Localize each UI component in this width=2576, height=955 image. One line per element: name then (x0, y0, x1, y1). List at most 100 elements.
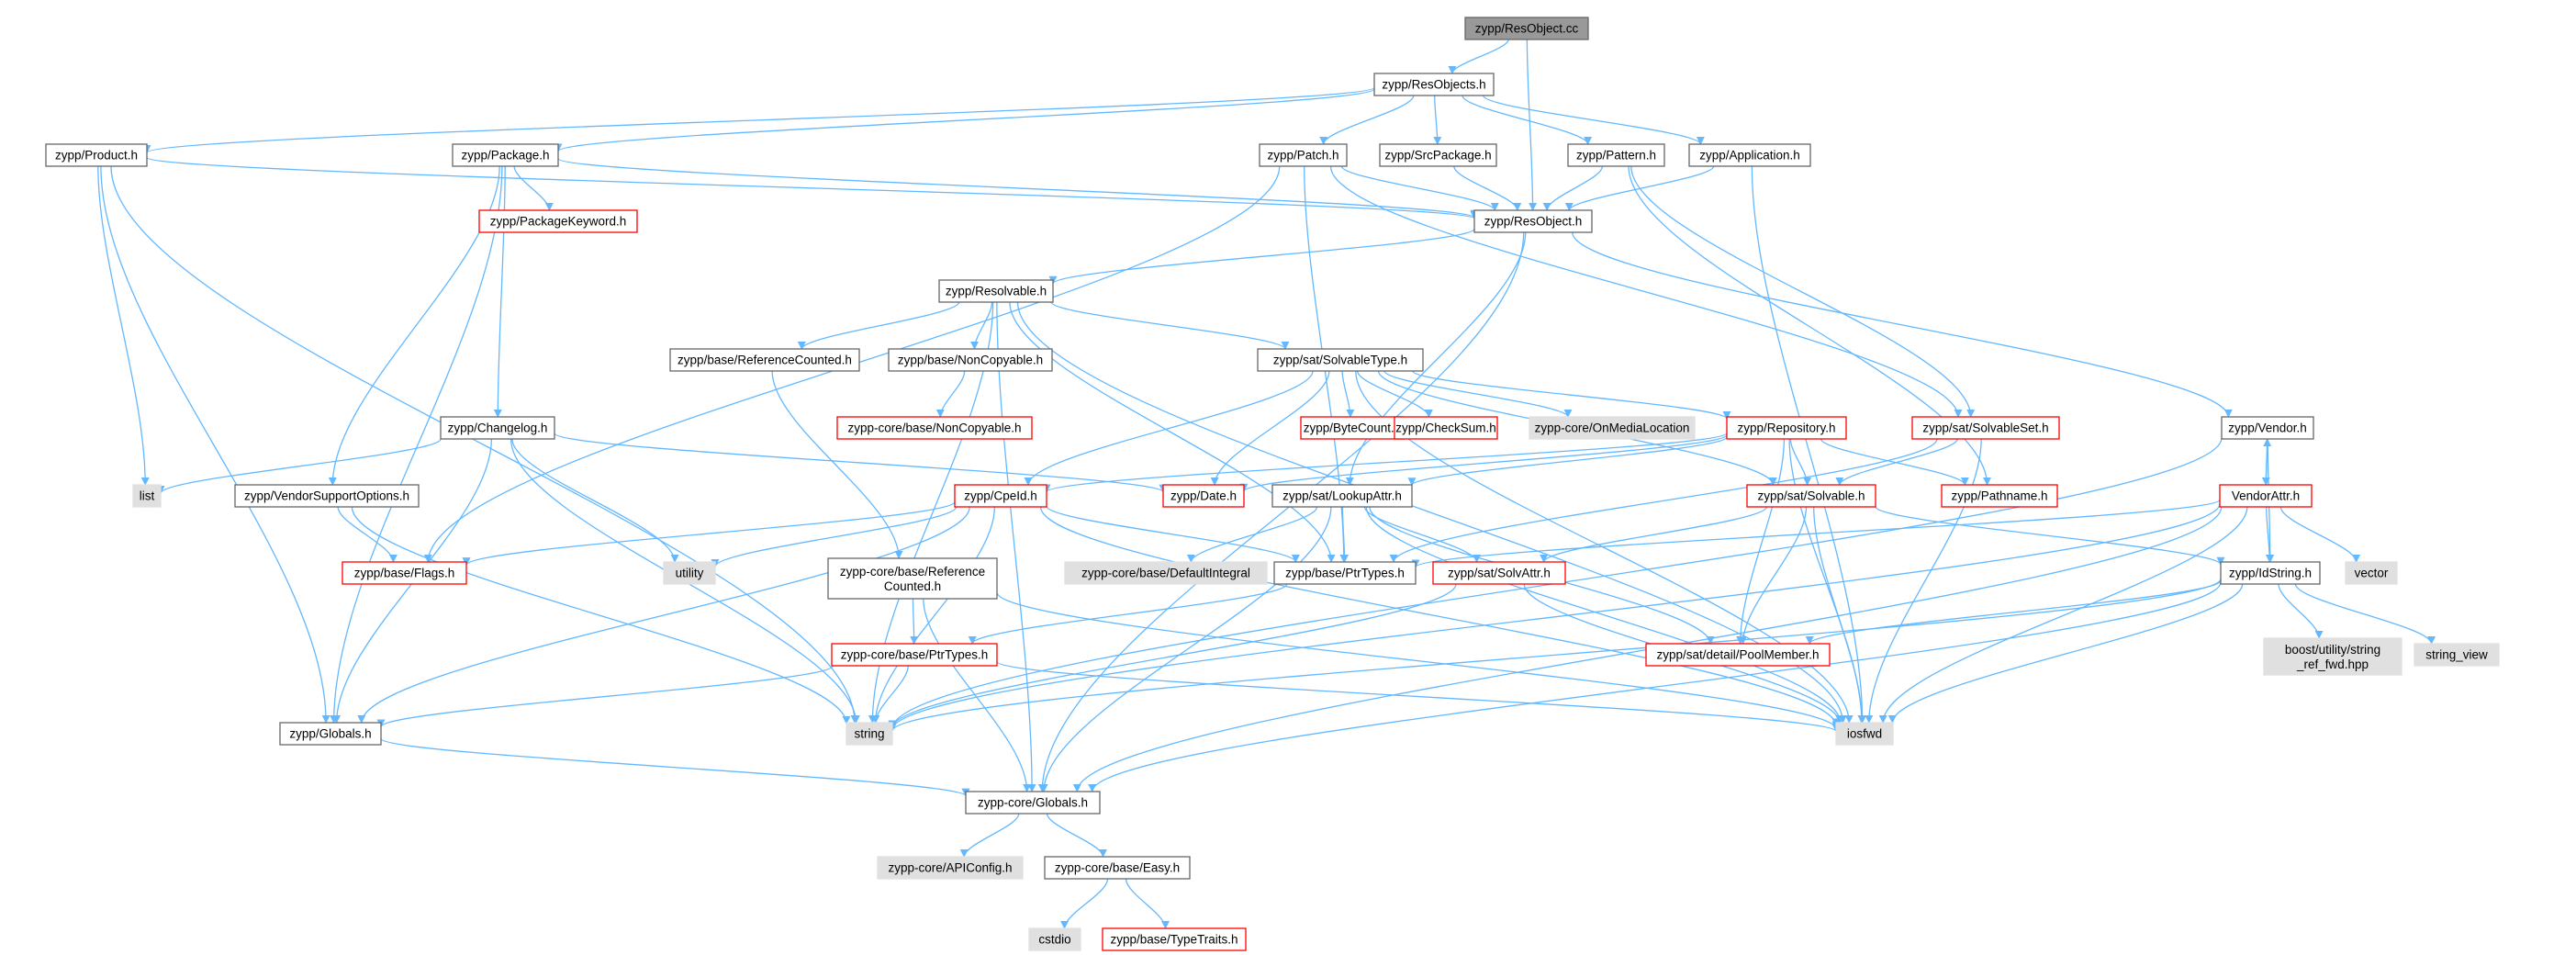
node-box (1044, 856, 1191, 880)
edge-vendorattr_h-to-iosfwd (1878, 506, 2248, 724)
node-label: zypp/sat/SolvableSet.h (1922, 421, 2048, 435)
edge-line (1738, 506, 1808, 645)
node-label: zypp-core/base/Easy.h (1055, 861, 1180, 875)
node-vendorattr-h[interactable]: VendorAttr.h (2219, 484, 2313, 508)
node-box (1373, 73, 1495, 96)
node-label: zypp/base/Flags.h (354, 567, 455, 580)
edge-repository_h-to-lookupattr_h (1407, 436, 1728, 487)
edge-line (557, 158, 1479, 219)
node-solvattr-h[interactable]: zypp/sat/SolvAttr.h (1432, 561, 1566, 585)
node-repository-h[interactable]: zypp/Repository.h (1726, 416, 1847, 440)
edge-resobject_cc-to-resobject_h (1526, 39, 1538, 211)
edge-resobjects_h-to-application_h (1482, 95, 1705, 145)
node-box (1300, 416, 1405, 440)
edge-line (511, 438, 679, 563)
node-core-noncopyable-h[interactable]: zypp-core/base/NonCopyable.h (836, 416, 1033, 440)
edge-line (330, 165, 503, 724)
node-label: boost/utility/string_ref_fwd.hpp (2285, 643, 2380, 671)
edge-line (1805, 579, 2222, 645)
edge-package_h-to-packagekeyword_h (513, 165, 554, 211)
node-label: zypp/ByteCount.h (1304, 421, 1402, 435)
node-vendorsupport-h[interactable]: zypp/VendorSupportOptions.h (234, 484, 420, 508)
node-idstring-h[interactable]: zypp/IdString.h (2220, 561, 2321, 585)
node-poolmember-h[interactable]: zypp/sat/detail/PoolMember.h (1645, 643, 1831, 667)
edge-vendorattr_h-to-ptrtypes_h (1411, 499, 2221, 568)
node-box (1529, 416, 1696, 440)
edge-line (888, 583, 1457, 729)
node-box (1028, 927, 1081, 951)
edge-line (2263, 438, 2272, 486)
edge-core_globals_h-to-easy_h (1046, 813, 1108, 858)
node-resolvable-h[interactable]: zypp/Resolvable.h (938, 279, 1054, 303)
edge-line (1482, 95, 1705, 145)
edge-line (97, 165, 150, 486)
node-core-globals-h[interactable]: zypp-core/Globals.h (965, 791, 1101, 815)
node-typetraits-h[interactable]: zypp/base/TypeTraits.h (1102, 927, 1247, 951)
edge-resolvable_h-to-noncopyable_h (969, 301, 993, 350)
node-label: list (140, 489, 155, 503)
edge-resobjects_h-to-patch_h (1319, 95, 1415, 145)
node-package-h[interactable]: zypp/Package.h (452, 143, 559, 167)
node-solvabletype-h[interactable]: zypp/sat/SolvableType.h (1257, 348, 1424, 372)
edge-line (1813, 506, 1866, 724)
edge-core_ptrtypes_h-to-string (871, 665, 909, 724)
node-globals-h[interactable]: zypp/Globals.h (279, 722, 382, 746)
node-ptrtypes-h[interactable]: zypp/base/PtrTypes.h (1273, 561, 1417, 585)
node-noncopyable-h[interactable]: zypp/base/NonCopyable.h (888, 348, 1053, 372)
node-list: list (132, 484, 162, 508)
node-checksum-h[interactable]: zypp/CheckSum.h (1394, 416, 1498, 440)
node-pattern-h[interactable]: zypp/Pattern.h (1567, 143, 1665, 167)
node-box (965, 791, 1101, 815)
edge-patch_h-to-resobject_h (1340, 165, 1499, 211)
node-label: zypp/ResObject.cc (1475, 22, 1579, 36)
node-box (1911, 416, 2060, 440)
node-patch-h[interactable]: zypp/Patch.h (1259, 143, 1348, 167)
node-lookupattr-h[interactable]: zypp/sat/LookupAttr.h (1271, 484, 1413, 508)
node-vendor-h[interactable]: zypp/Vendor.h (2221, 416, 2314, 440)
edge-line (996, 660, 1841, 733)
node-easy-h[interactable]: zypp-core/base/Easy.h (1044, 856, 1191, 880)
node-box (1379, 143, 1497, 167)
node-solvableset-h[interactable]: zypp/sat/SolvableSet.h (1911, 416, 2060, 440)
edge-solvable_h-to-poolmember_h (1738, 506, 1808, 645)
node-label: zypp/PackageKeyword.h (490, 215, 627, 229)
node-pathname-h[interactable]: zypp/Pathname.h (1941, 484, 2058, 508)
edge-line (969, 301, 993, 350)
node-resobject-h[interactable]: zypp/ResObject.h (1473, 209, 1593, 233)
edge-line (351, 506, 851, 725)
edge-line (554, 433, 1168, 493)
node-flags-h[interactable]: zypp/base/Flags.h (342, 561, 467, 585)
node-date-h[interactable]: zypp/Date.h (1162, 484, 1245, 508)
node-box (1567, 143, 1665, 167)
node-cpeid-h[interactable]: zypp/CpeId.h (954, 484, 1047, 508)
node-product-h[interactable]: zypp/Product.h (45, 143, 148, 167)
node-refcounted-h[interactable]: zypp/base/ReferenceCounted.h (669, 348, 860, 372)
node-resobjects-h[interactable]: zypp/ResObjects.h (1373, 73, 1495, 96)
node-changelog-h[interactable]: zypp/Changelog.h (440, 416, 555, 440)
edge-line (380, 737, 970, 797)
edge-solvabletype_h-to-checksum_h (1356, 370, 1433, 418)
node-vector: vector (2345, 561, 2398, 585)
node-label: string_view (2425, 648, 2488, 662)
node-box (669, 348, 860, 372)
edge-line (2279, 506, 2361, 563)
node-label: vector (2355, 567, 2389, 580)
node-label: zypp/base/PtrTypes.h (1285, 567, 1405, 580)
edge-resobject_h-to-resolvable_h (1048, 228, 1475, 285)
edge-resobjects_h-to-srcpackage_h (1433, 95, 1442, 145)
edge-line (1383, 370, 1573, 418)
edge-line (1865, 438, 1982, 724)
node-core-ptrtypes-h[interactable]: zypp-core/base/PtrTypes.h (831, 643, 998, 667)
node-label: zypp/sat/SolvAttr.h (1448, 567, 1551, 580)
node-srcpackage-h[interactable]: zypp/SrcPackage.h (1379, 143, 1497, 167)
edge-line (376, 665, 834, 728)
node-resobject-cc[interactable]: zypp/ResObject.cc (1464, 17, 1589, 40)
node-solvable-h[interactable]: zypp/sat/Solvable.h (1746, 484, 1876, 508)
node-application-h[interactable]: zypp/Application.h (1688, 143, 1811, 167)
node-bytecount-h[interactable]: zypp/ByteCount.h (1300, 416, 1405, 440)
edge-line (888, 578, 2222, 733)
node-box (342, 561, 467, 585)
edge-line (711, 506, 958, 568)
node-packagekeyword-h[interactable]: zypp/PackageKeyword.h (478, 209, 638, 233)
